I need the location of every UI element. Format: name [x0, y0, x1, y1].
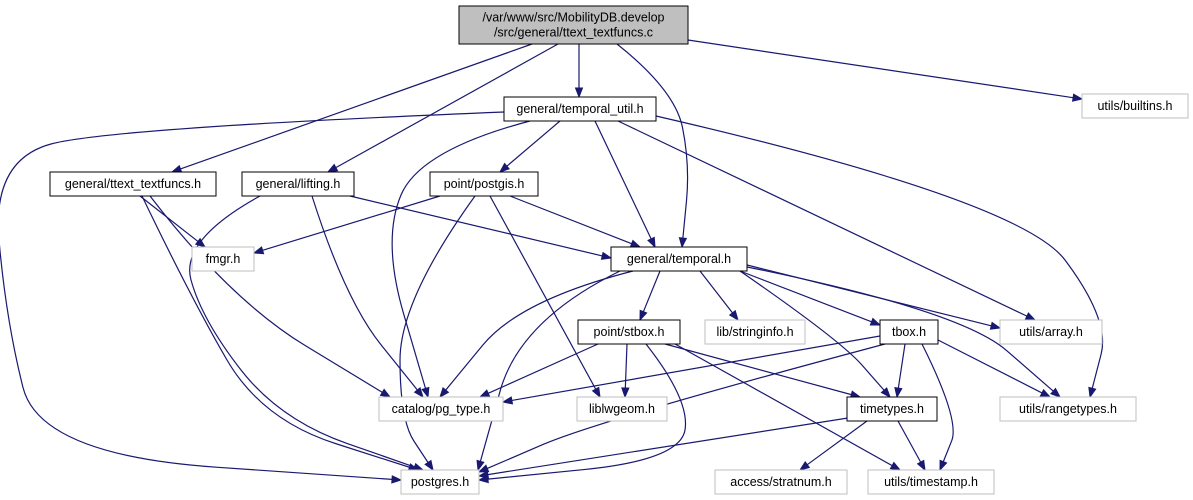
node-stratnum: access/stratnum.h: [714, 469, 848, 495]
edge-stbox-to-timetypes: [664, 343, 862, 399]
edge-temporal_util-to-array: [617, 120, 1037, 321]
edge-lifting-to-temporal: [349, 195, 613, 260]
node-label: /var/www/src/MobilityDB.develop: [483, 11, 665, 25]
node-label: timetypes.h: [860, 402, 924, 416]
edge-timetypes-to-stratnum: [798, 420, 868, 471]
node-fmgr: fmgr.h: [191, 246, 255, 272]
edge-lifting-to-pg_type: [311, 195, 424, 399]
edge-tbox-to-timetypes: [894, 343, 906, 399]
edge-postgis-to-postgres: [399, 195, 476, 472]
node-label: general/temporal.h: [627, 252, 731, 266]
node-timetypes[interactable]: timetypes.h: [846, 396, 938, 422]
node-label: /src/general/ttext_textfuncs.c: [494, 26, 653, 40]
edge-temporal-to-postgres: [476, 270, 621, 472]
node-label: utils/rangetypes.h: [1019, 402, 1117, 416]
edge-root-to-ttext_textfuncs_h: [170, 43, 533, 173]
node-stringinfo: lib/stringinfo.h: [704, 319, 806, 345]
node-postgres: postgres.h: [400, 469, 480, 495]
edge-temporal-to-stringinfo: [699, 270, 739, 322]
node-array: utils/array.h: [999, 319, 1103, 345]
node-label: general/lifting.h: [256, 177, 341, 191]
node-label: catalog/pg_type.h: [392, 402, 491, 416]
edge-timetypes-to-timestamp: [897, 420, 926, 472]
node-liblwgeom: liblwgeom.h: [576, 396, 668, 422]
edge-postgis-to-fmgr: [252, 195, 441, 255]
node-rangetypes: utils/rangetypes.h: [999, 396, 1137, 422]
node-root: /var/www/src/MobilityDB.develop/src/gene…: [458, 5, 689, 45]
edge-tbox-to-rangetypes: [937, 339, 1052, 398]
node-label: utils/builtins.h: [1097, 99, 1172, 113]
edge-tbox-to-pg_type: [501, 335, 881, 405]
node-label: utils/array.h: [1019, 325, 1083, 339]
edge-root-to-temporal_util: [574, 44, 584, 99]
edge-ttext_textfuncs_h-to-fmgr: [139, 195, 207, 248]
node-label: point/postgis.h: [444, 177, 525, 191]
edge-temporal_util-to-pg_type: [391, 120, 531, 399]
edge-postgis-to-liblwgeom: [489, 195, 601, 399]
edge-temporal-to-timetypes: [739, 270, 891, 399]
node-label: general/ttext_textfuncs.h: [65, 177, 201, 191]
edge-temporal_util-to-postgis: [498, 120, 561, 173]
edge-ttext_textfuncs_h-to-pg_type: [149, 195, 392, 398]
edge-tbox-to-timestamp: [921, 343, 954, 472]
edge-temporal-to-stbox: [639, 270, 661, 322]
edge-temporal-to-tbox: [739, 270, 882, 326]
node-ttext-textfuncs-h[interactable]: general/ttext_textfuncs.h: [49, 171, 217, 197]
edge-root-to-lifting: [326, 43, 559, 173]
node-builtins: utils/builtins.h: [1081, 93, 1189, 119]
edge-temporal_util-to-temporal: [594, 120, 656, 249]
node-label: fmgr.h: [206, 252, 241, 266]
node-lifting[interactable]: general/lifting.h: [241, 171, 355, 197]
node-label: point/stbox.h: [594, 325, 665, 339]
node-label: postgres.h: [411, 475, 469, 489]
node-temporal-util[interactable]: general/temporal_util.h: [503, 96, 657, 122]
node-label: liblwgeom.h: [589, 402, 655, 416]
node-label: tbox.h: [892, 325, 926, 339]
node-temporal[interactable]: general/temporal.h: [610, 246, 748, 272]
node-label: lib/stringinfo.h: [716, 325, 793, 339]
node-stbox[interactable]: point/stbox.h: [577, 319, 681, 345]
edge-timetypes-to-postgres: [477, 417, 849, 479]
edge-root-to-temporal: [616, 43, 689, 249]
node-timestamp: utils/timestamp.h: [867, 469, 995, 495]
node-postgis[interactable]: point/postgis.h: [429, 171, 539, 197]
edge-stbox-to-liblwgeom: [621, 343, 630, 399]
edge-temporal-to-rangetypes: [746, 266, 1062, 398]
edge-root-to-builtins: [687, 39, 1084, 102]
node-label: access/stratnum.h: [730, 475, 831, 489]
edge-postgis-to-temporal: [509, 195, 642, 248]
edge-stbox-to-timestamp: [674, 343, 902, 471]
node-label: general/temporal_util.h: [516, 102, 643, 116]
node-pg-type: catalog/pg_type.h: [378, 396, 504, 422]
node-label: utils/timestamp.h: [884, 475, 978, 489]
edge-temporal_util-to-postgres: [0, 111, 505, 484]
node-tbox[interactable]: tbox.h: [879, 319, 939, 345]
